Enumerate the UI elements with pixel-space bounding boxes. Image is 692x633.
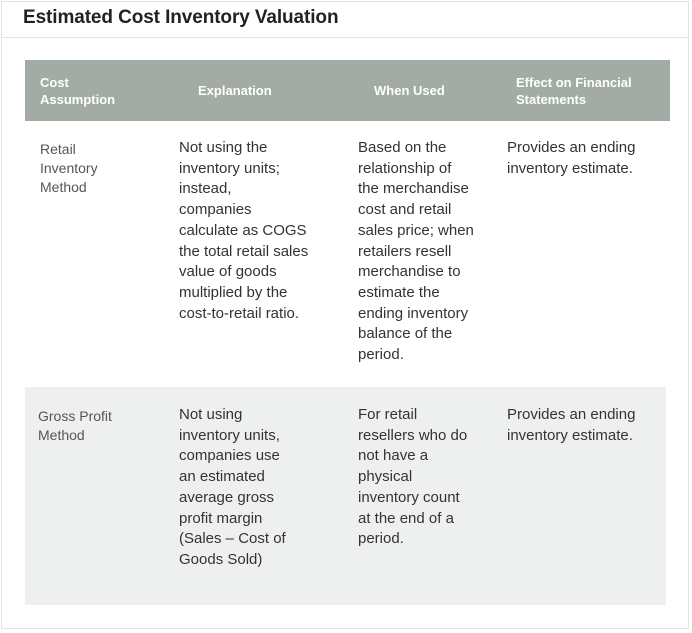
cell-explanation: Not using inventory units, companies use… bbox=[179, 406, 286, 568]
header-cost-assumption: Cost Assumption bbox=[40, 74, 116, 107]
valuation-table: Cost Assumption Explanation When Used Ef… bbox=[25, 60, 670, 605]
cell-cost-assumption: Gross Profit Method bbox=[38, 408, 112, 443]
cell-when-used: For retail resellers who do not have a p… bbox=[358, 406, 468, 548]
page-title: Estimated Cost Inventory Valuation bbox=[23, 7, 339, 28]
table-row: Gross Profit Method Not using inventory … bbox=[25, 387, 666, 605]
cell-when-used: Based on the relationship of the merchan… bbox=[358, 139, 474, 364]
table-header-row: Cost Assumption Explanation When Used Ef… bbox=[25, 60, 670, 121]
title-bar: Estimated Cost Inventory Valuation bbox=[2, 2, 688, 38]
table-row: Retail Inventory Method Not using the in… bbox=[25, 121, 670, 387]
cell-cost-assumption: Retail Inventory Method bbox=[40, 141, 98, 195]
header-explanation: Explanation bbox=[198, 83, 272, 98]
header-when-used: When Used bbox=[374, 83, 445, 98]
header-effect-on-financial-statements: Effect on Financial Statements bbox=[516, 74, 632, 107]
cell-explanation: Not using the inventory units; instead, … bbox=[179, 139, 309, 322]
cell-effect: Provides an ending inventory estimate. bbox=[507, 139, 636, 177]
cell-effect: Provides an ending inventory estimate. bbox=[507, 406, 636, 444]
